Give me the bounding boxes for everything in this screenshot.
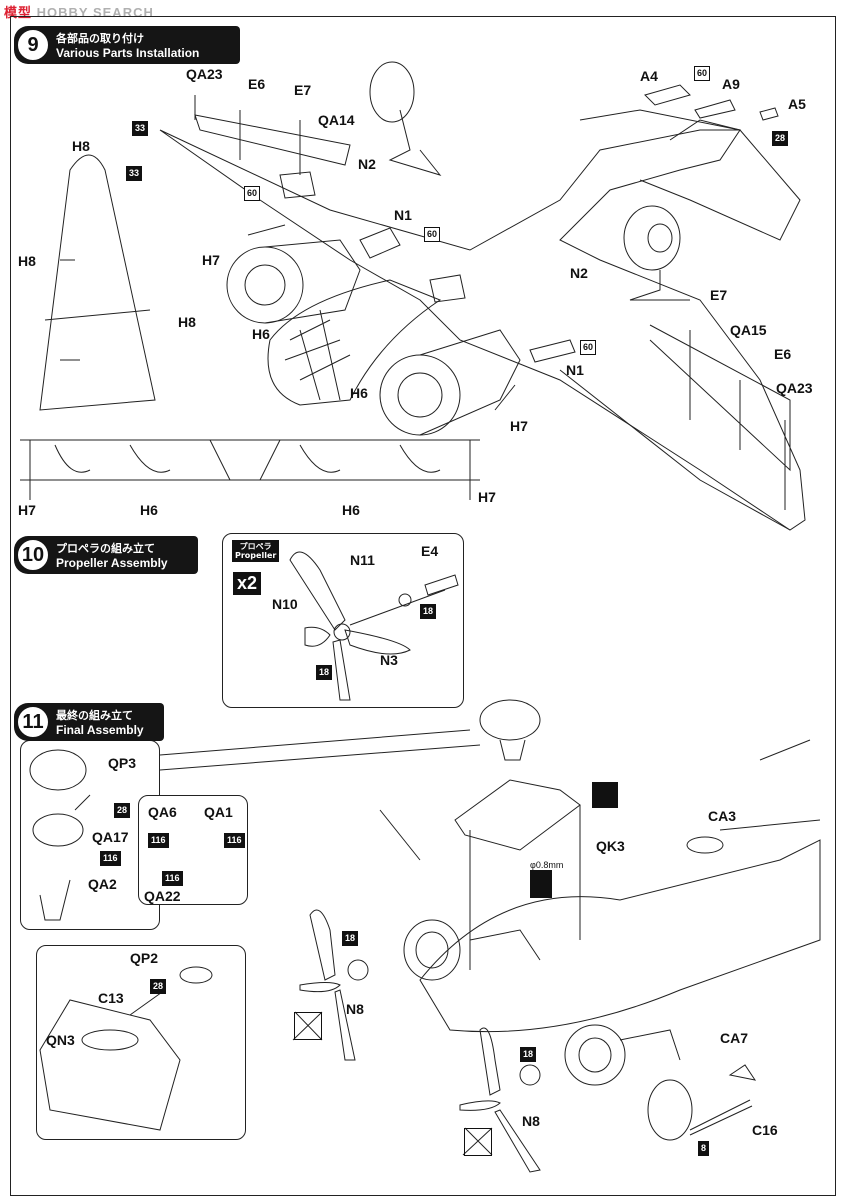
page-frame (10, 16, 836, 1196)
part-label: N8 (522, 1113, 540, 1129)
part-label: N2 (358, 156, 376, 172)
quantity-badge: x2 (233, 572, 262, 595)
part-number-badge: 28 (114, 803, 131, 818)
part-label: H8 (72, 138, 90, 154)
drill-note: φ0.8mm (530, 860, 564, 870)
part-number-badge: 18 (420, 604, 437, 619)
part-label: E7 (294, 82, 312, 98)
part-label: N10 (272, 596, 298, 612)
decal-icon (592, 782, 618, 808)
part-number-badge: 60 (424, 227, 441, 242)
step-11-title-jp: 最終の組み立て (56, 709, 133, 722)
part-label: QA6 (148, 804, 177, 820)
part-label: QP3 (108, 755, 137, 771)
part-number-badge: 28 (150, 979, 167, 994)
step-9-title-jp: 各部品の取り付け (56, 32, 144, 45)
part-label: E6 (774, 346, 792, 362)
part-number-badge: 28 (772, 131, 789, 146)
wheel-well-strip (20, 439, 480, 500)
part-label: H7 (478, 489, 496, 505)
part-label: N3 (380, 652, 398, 668)
part-label: C13 (98, 990, 124, 1006)
part-number-badge: 60 (694, 66, 711, 81)
part-label: CA7 (720, 1030, 749, 1046)
part-label: QA23 (186, 66, 223, 82)
part-label: A5 (788, 96, 806, 112)
part-number-badge: 18 (316, 665, 333, 680)
part-label: H7 (510, 418, 528, 434)
part-label: H6 (140, 502, 158, 518)
part-label: N8 (346, 1001, 364, 1017)
propeller-art (289, 551, 459, 701)
part-label: N1 (394, 207, 412, 223)
part-number-badge: 116 (162, 871, 183, 886)
part-label: H8 (178, 314, 196, 330)
part-label: CA3 (708, 808, 737, 824)
part-label: A9 (722, 76, 740, 92)
part-number-badge: 8 (698, 1141, 710, 1156)
part-label: QA22 (144, 888, 181, 904)
part-label: QA2 (88, 876, 117, 892)
part-number-badge: 33 (132, 121, 149, 136)
part-label: H7 (202, 252, 220, 268)
part-label: E7 (710, 287, 728, 303)
part-label: QA1 (204, 804, 233, 820)
part-label: E6 (248, 76, 266, 92)
part-number-badge: 60 (244, 186, 261, 201)
part-label: H6 (350, 385, 368, 401)
part-label: H7 (18, 502, 36, 518)
part-label: A4 (640, 68, 658, 84)
step-9-number: 9 (16, 28, 50, 62)
final-assembly-art (29, 699, 821, 1173)
aircraft-top-view (159, 61, 806, 531)
fuselage-profile (39, 154, 156, 411)
part-number-badge: 18 (342, 931, 359, 946)
step-10-number: 10 (16, 538, 50, 572)
cut-icon (294, 1012, 322, 1040)
part-label: QN3 (46, 1032, 75, 1048)
part-label: C16 (752, 1122, 778, 1138)
propeller-detail-box (222, 533, 464, 708)
part-label: H6 (252, 326, 270, 342)
step-10-title-jp: プロペラの組み立て (56, 542, 155, 555)
part-label: E4 (421, 543, 439, 559)
turret-detail-box-mid (138, 795, 248, 905)
step-9-title-en: Various Parts Installation (56, 46, 200, 60)
part-label: QA15 (730, 322, 767, 338)
part-label: N2 (570, 265, 588, 281)
part-number-badge: 33 (126, 166, 143, 181)
part-label: QK3 (596, 838, 625, 854)
part-number-badge: 60 (580, 340, 597, 355)
part-label: N1 (566, 362, 584, 378)
part-number-badge: 116 (100, 851, 121, 866)
part-label: N11 (350, 552, 375, 568)
part-number-badge: 116 (148, 833, 169, 848)
cut-icon (464, 1128, 492, 1156)
part-label: H8 (18, 253, 36, 269)
part-label: QA17 (92, 829, 129, 845)
step-11-number: 11 (16, 705, 50, 739)
part-number-badge: 116 (224, 833, 245, 848)
step-11-title-en: Final Assembly (56, 723, 144, 737)
part-label: QP2 (130, 950, 159, 966)
part-number-badge: 18 (520, 1047, 537, 1062)
nose-canopy-detail-box (36, 945, 246, 1140)
part-label: QA14 (318, 112, 355, 128)
drill-icon (530, 870, 552, 898)
step-10-title-en: Propeller Assembly (56, 556, 168, 570)
part-label: H6 (342, 502, 360, 518)
part-label: QA23 (776, 380, 813, 396)
